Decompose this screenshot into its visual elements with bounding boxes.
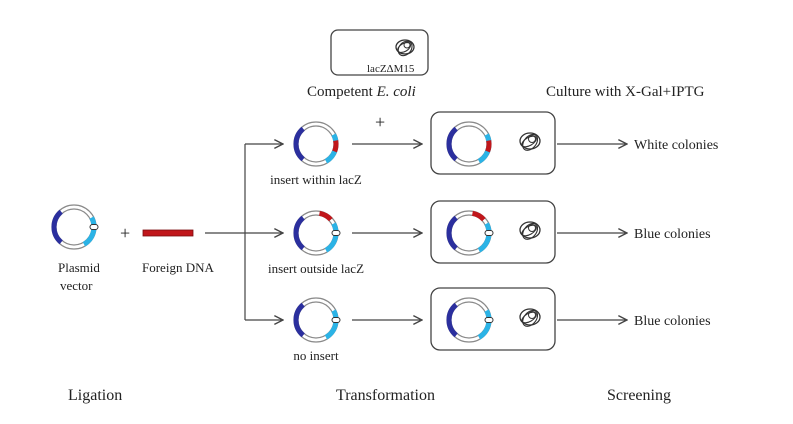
plasmid-lacz-segment <box>324 309 339 340</box>
plasmid-resistance-segment <box>446 302 458 338</box>
plasmid-outcome-label: insert outside lacZ <box>268 261 364 276</box>
plasmid-outcome-label: insert within lacZ <box>270 172 362 187</box>
plasmid-cloning-site <box>484 317 494 323</box>
plasmid-label-line1: Plasmid <box>58 260 100 275</box>
plasmid-cloning-site <box>484 230 494 236</box>
cell-plasmid <box>446 210 494 256</box>
transformation-plus-sign: + <box>375 112 385 132</box>
plasmid-outcome-label: no insert <box>293 348 339 363</box>
colony-result-label: White colonies <box>634 138 718 153</box>
plasmid-lacz-segment <box>82 216 97 247</box>
plus-sign: + <box>120 223 130 243</box>
plasmid-resistance-segment <box>293 215 305 251</box>
plasmid-insert-segment <box>485 140 492 153</box>
branch-row: no insert Blue colonies <box>293 287 711 363</box>
chromosome-icon <box>519 221 541 240</box>
recombinant-plasmid <box>293 210 341 256</box>
plasmid-insert-segment <box>471 210 486 222</box>
cell-plasmid <box>446 297 494 343</box>
colony-result-label: Blue colonies <box>634 314 711 329</box>
stage-screening: Screening <box>607 387 671 404</box>
chromosome-icon <box>519 132 541 151</box>
plasmid-cloning-site <box>89 224 99 230</box>
plasmid-cloning-site <box>331 230 341 236</box>
cell-plasmid <box>446 121 492 167</box>
plasmid-lacz-segment <box>477 309 492 340</box>
plasmid-resistance-segment <box>446 126 458 162</box>
plasmid-insert-segment <box>318 210 333 222</box>
chromosome-icon <box>395 39 415 57</box>
foreign-dna-fragment <box>142 229 194 237</box>
branch-connector <box>205 144 283 320</box>
plasmid-vector <box>51 204 99 250</box>
plasmid-resistance-segment <box>293 126 305 162</box>
competent-ecoli-label: Competent E. coli <box>307 84 416 100</box>
plasmid-cloning-site <box>331 317 341 323</box>
lacz-marker-label: lacZΔM15 <box>367 63 415 75</box>
branch-row: insert within lacZ White colonies <box>270 111 718 187</box>
colony-result-label: Blue colonies <box>634 227 711 242</box>
recombinant-plasmid <box>293 121 339 167</box>
competent-ecoli-box: lacZΔM15 <box>330 29 429 76</box>
plasmid-lacz-segment <box>477 222 492 253</box>
recombinant-plasmid <box>293 297 341 343</box>
culture-label: Culture with X-Gal+IPTG <box>546 84 705 100</box>
chromosome-icon <box>519 308 541 327</box>
plasmid-resistance-segment <box>293 302 305 338</box>
plasmid-lacz-segment <box>324 222 339 253</box>
plasmid-resistance-segment <box>51 209 63 245</box>
stage-ligation: Ligation <box>68 387 122 404</box>
branch-row: insert outside lacZ Blue colonies <box>268 200 711 276</box>
plasmid-resistance-segment <box>446 215 458 251</box>
stage-transformation: Transformation <box>336 387 435 404</box>
foreign-dna-label: Foreign DNA <box>142 260 214 275</box>
plasmid-label-line2: vector <box>60 278 93 293</box>
plasmid-insert-segment <box>332 140 339 153</box>
